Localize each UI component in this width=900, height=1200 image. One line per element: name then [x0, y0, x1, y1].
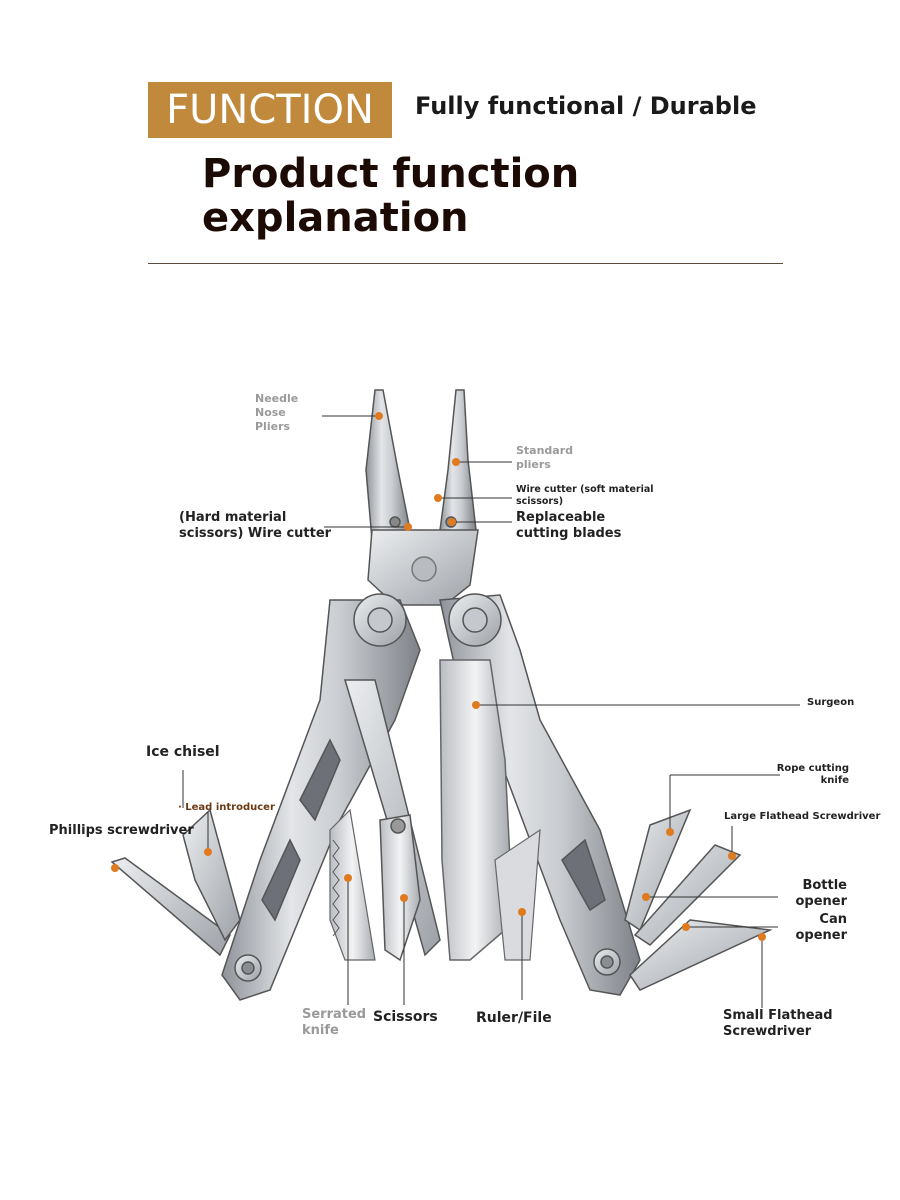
- ruler-file: [494, 828, 541, 961]
- label-can-opener: Can opener: [795, 912, 847, 943]
- label-rope-cutting-knife: Rope cutting knife: [776, 763, 849, 786]
- label-ruler-file: Ruler/File: [476, 1010, 552, 1026]
- label-standard-pliers: Standard pliers: [516, 444, 574, 471]
- left-tools: [110, 808, 241, 957]
- plier-jaws: [365, 389, 479, 606]
- callout-dots: [111, 412, 766, 941]
- label-serrated-knife: Serrated knife: [302, 1007, 367, 1038]
- label-wire-cutter-hard: (Hard material scissors) Wire cutter: [179, 510, 332, 541]
- label-wire-cutter-soft: Wire cutter (soft material scissors): [516, 484, 654, 507]
- right-tools: [624, 808, 773, 991]
- serrated-knife: [329, 808, 376, 961]
- page-title: Product function explanation: [202, 151, 580, 241]
- label-phillips-screwdriver: Phillips screwdriver: [49, 823, 194, 838]
- label-large-flathead: Large Flathead Screwdriver: [724, 811, 881, 822]
- label-small-flathead: Small Flathead Screwdriver: [723, 1008, 833, 1039]
- header-divider: [148, 263, 783, 264]
- label-needle-nose-pliers: Needle Nose Pliers: [255, 392, 299, 433]
- scissors-tool: [343, 679, 441, 962]
- function-badge: FUNCTION: [148, 82, 392, 138]
- label-ice-chisel: Ice chisel: [146, 744, 220, 760]
- label-scissors: Scissors: [373, 1009, 438, 1025]
- label-surgeon: Surgeon: [807, 697, 855, 708]
- label-bottle-opener: Bottle opener: [795, 878, 847, 909]
- tagline: Fully functional / Durable: [415, 92, 757, 120]
- callout-lines: [182, 415, 800, 1008]
- label-lead-introducer: · Lead introducer: [178, 802, 275, 813]
- label-replaceable-blades: Replaceable cutting blades: [516, 510, 622, 541]
